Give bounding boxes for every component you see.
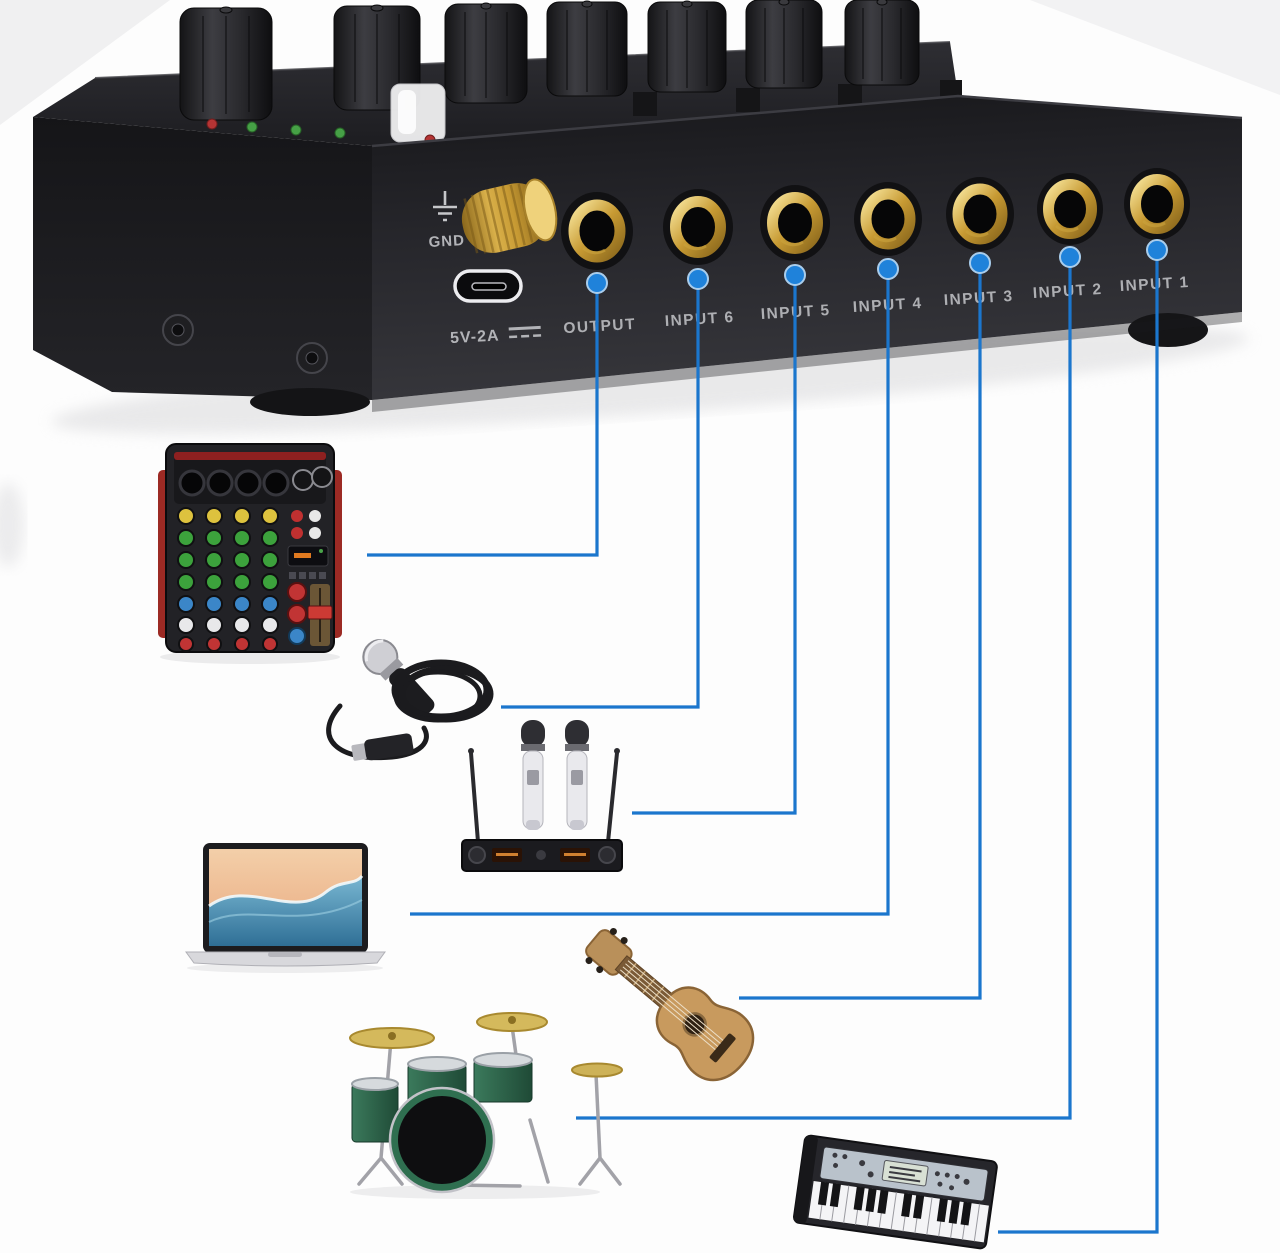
gnd-label: GND [428,232,465,251]
kick-drum [388,1086,496,1194]
input-2-jack [1037,173,1103,245]
connection-line-input5-to-wireless [632,275,797,815]
knob-flutes [202,8,902,114]
line-mixer-device: GND 5V-2A OUTPUT INPUT 6 INPUT 5 [33,0,1243,416]
audio-jacks [561,168,1190,270]
connection-dot-input6 [687,268,709,290]
panel-screws [162,314,328,374]
port-label-input-2: INPUT 2 [1032,281,1103,302]
connection-line-input4-to-laptop [410,269,890,916]
xlr-connector-icon [351,733,414,761]
dc-power-icon [508,325,542,339]
input-6-jack [663,189,733,265]
keyboard-keys [807,1179,991,1244]
mixer-channel-knobs [177,507,279,652]
laptop-icon [185,843,386,973]
power-switch [390,83,446,143]
usb-c-port [453,269,523,303]
input-3-jack [946,177,1014,251]
mixer-combo-jacks [178,469,290,497]
antenna-icon [469,751,619,844]
device-foot [250,388,370,416]
mixer-buttons [289,572,326,579]
port-label-input-6: INPUT 6 [664,309,735,330]
cable-coil-icon [391,659,494,723]
ground-screw-icon [461,178,558,254]
connection-dot-output [586,272,608,294]
handheld-mic-icon [565,720,589,830]
ukulele-icon [585,927,755,1082]
electronic-keyboard-icon [793,1134,998,1250]
connection-line-input1-to-keyboard [998,250,1159,1234]
input-4-jack [854,182,922,256]
power-label: 5V-2A [450,328,500,348]
handheld-mic-icon [521,720,545,830]
port-labels: OUTPUT INPUT 6 INPUT 5 INPUT 4 INPUT 3 I… [563,274,1190,337]
laptop-screen [208,849,364,946]
wireless-microphone-system-icon [461,720,623,872]
led-green-icon [334,127,346,139]
input-1-jack [1124,168,1190,240]
mixer-xlr-jacks [292,466,333,491]
connection-lines [367,250,1159,1234]
led-green-icon [246,121,258,133]
laptop-base [185,951,386,967]
connection-dots [586,239,1168,294]
connection-dot-input4 [877,258,899,280]
led-red-icon [206,118,218,130]
mixer-fader [307,584,333,646]
port-label-output: OUTPUT [563,316,637,337]
drum-kit-icon [349,1012,623,1199]
mixer-display [287,545,329,567]
led-green-icon [290,124,302,136]
receiver-unit [461,839,623,872]
connection-dot-input2 [1059,246,1081,268]
connection-dot-input3 [969,252,991,274]
connection-line-input3-to-ukulele [739,263,982,1000]
connection-dot-input1 [1146,239,1168,261]
device-left-panel [33,117,372,400]
input-5-jack [760,185,830,261]
wired-microphone-icon [326,639,494,761]
mixer-rca-jacks [291,510,321,539]
connection-line-output-to-mixer [367,283,599,557]
ground-icon [433,191,457,222]
connection-dot-input5 [784,264,806,286]
port-label-input-1: INPUT 1 [1119,274,1190,295]
knob-bases [633,80,962,116]
cymbal-icon [349,1012,623,1078]
connection-line-input2-to-drums [576,257,1072,1120]
connection-line-input6-to-microphone [501,279,700,709]
mixer-console-icon [158,443,342,664]
drum-stands [357,1024,622,1188]
output-jack [561,192,633,270]
device-foot [1128,313,1208,347]
keyboard-control-panel [819,1146,989,1202]
